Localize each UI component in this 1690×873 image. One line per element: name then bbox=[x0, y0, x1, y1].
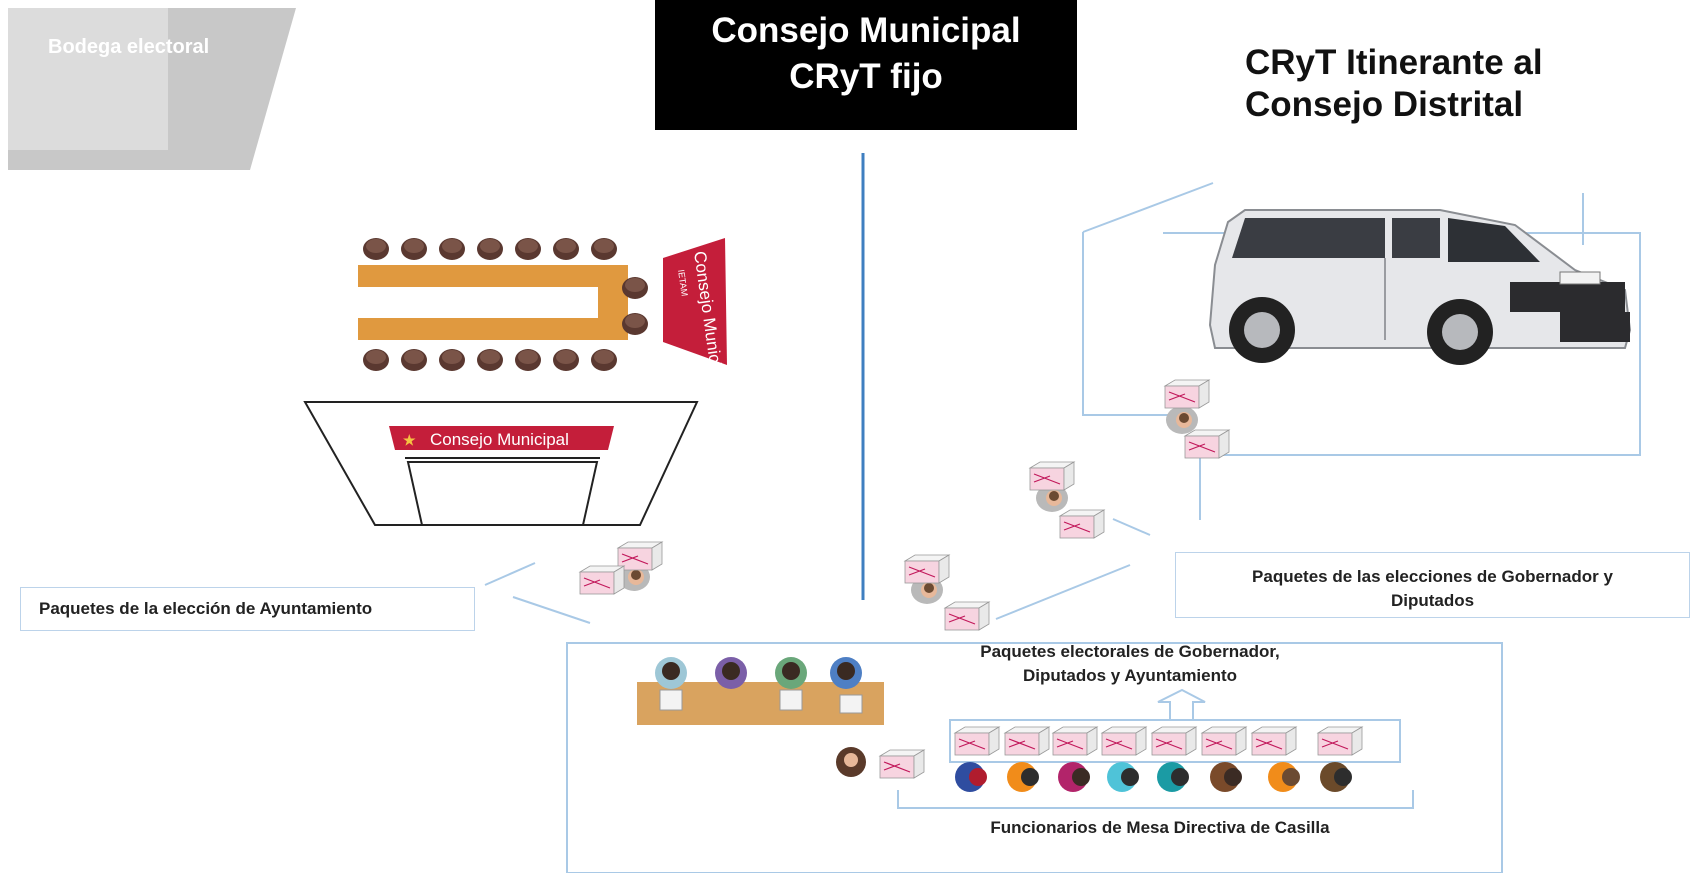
center-title: Consejo Municipal CRyT fijo bbox=[655, 0, 1077, 130]
council-table bbox=[358, 265, 628, 340]
svg-text:★: ★ bbox=[403, 432, 416, 448]
building: ★ Consejo Municipal bbox=[303, 401, 699, 526]
right-title: CRyT Itinerante al Consejo Distrital bbox=[1245, 42, 1543, 126]
connector-lines bbox=[484, 182, 1641, 873]
label-gobernador: Paquetes de las elecciones de Gobernador… bbox=[1175, 552, 1690, 618]
label-ayuntamiento: Paquetes de la elección de Ayuntamiento bbox=[20, 587, 475, 631]
center-title-line1: Consejo Municipal bbox=[711, 11, 1021, 50]
panel-sign-sub: IETAM bbox=[676, 269, 690, 297]
label-gobernador-line2: Diputados bbox=[1390, 590, 1475, 610]
officials-row bbox=[836, 747, 1352, 792]
label-paquetes-line2: Diputados y Ayuntamiento bbox=[1022, 665, 1238, 685]
bodega-label: Bodega electoral bbox=[48, 36, 210, 58]
building-sign: Consejo Municipal bbox=[430, 430, 569, 449]
carrier-left bbox=[579, 541, 663, 595]
carrier-top bbox=[1164, 379, 1230, 459]
carrier-upper bbox=[1029, 461, 1105, 539]
label-paquetes: Paquetes electorales de Gobernador, Dipu… bbox=[930, 640, 1330, 688]
bodega-badge bbox=[8, 8, 296, 170]
right-title-line2: Consejo Distrital bbox=[1245, 85, 1524, 124]
right-title-line1: CRyT Itinerante al bbox=[1245, 43, 1543, 82]
center-title-line2: CRyT fijo bbox=[789, 56, 943, 96]
council-panel: Consejo Municipal IETAM bbox=[663, 238, 728, 390]
chairs-bottom bbox=[363, 349, 617, 371]
carrier-middle bbox=[904, 554, 990, 631]
van-image bbox=[1208, 209, 1632, 365]
label-funcionarios: Funcionarios de Mesa Directiva de Casill… bbox=[990, 818, 1330, 837]
label-paquetes-line1: Paquetes electorales de Gobernador, bbox=[980, 642, 1280, 661]
officials-table bbox=[637, 657, 884, 725]
label-gobernador-line1: Paquetes de las elecciones de Gobernador… bbox=[1252, 567, 1613, 586]
chairs-top bbox=[363, 238, 617, 260]
